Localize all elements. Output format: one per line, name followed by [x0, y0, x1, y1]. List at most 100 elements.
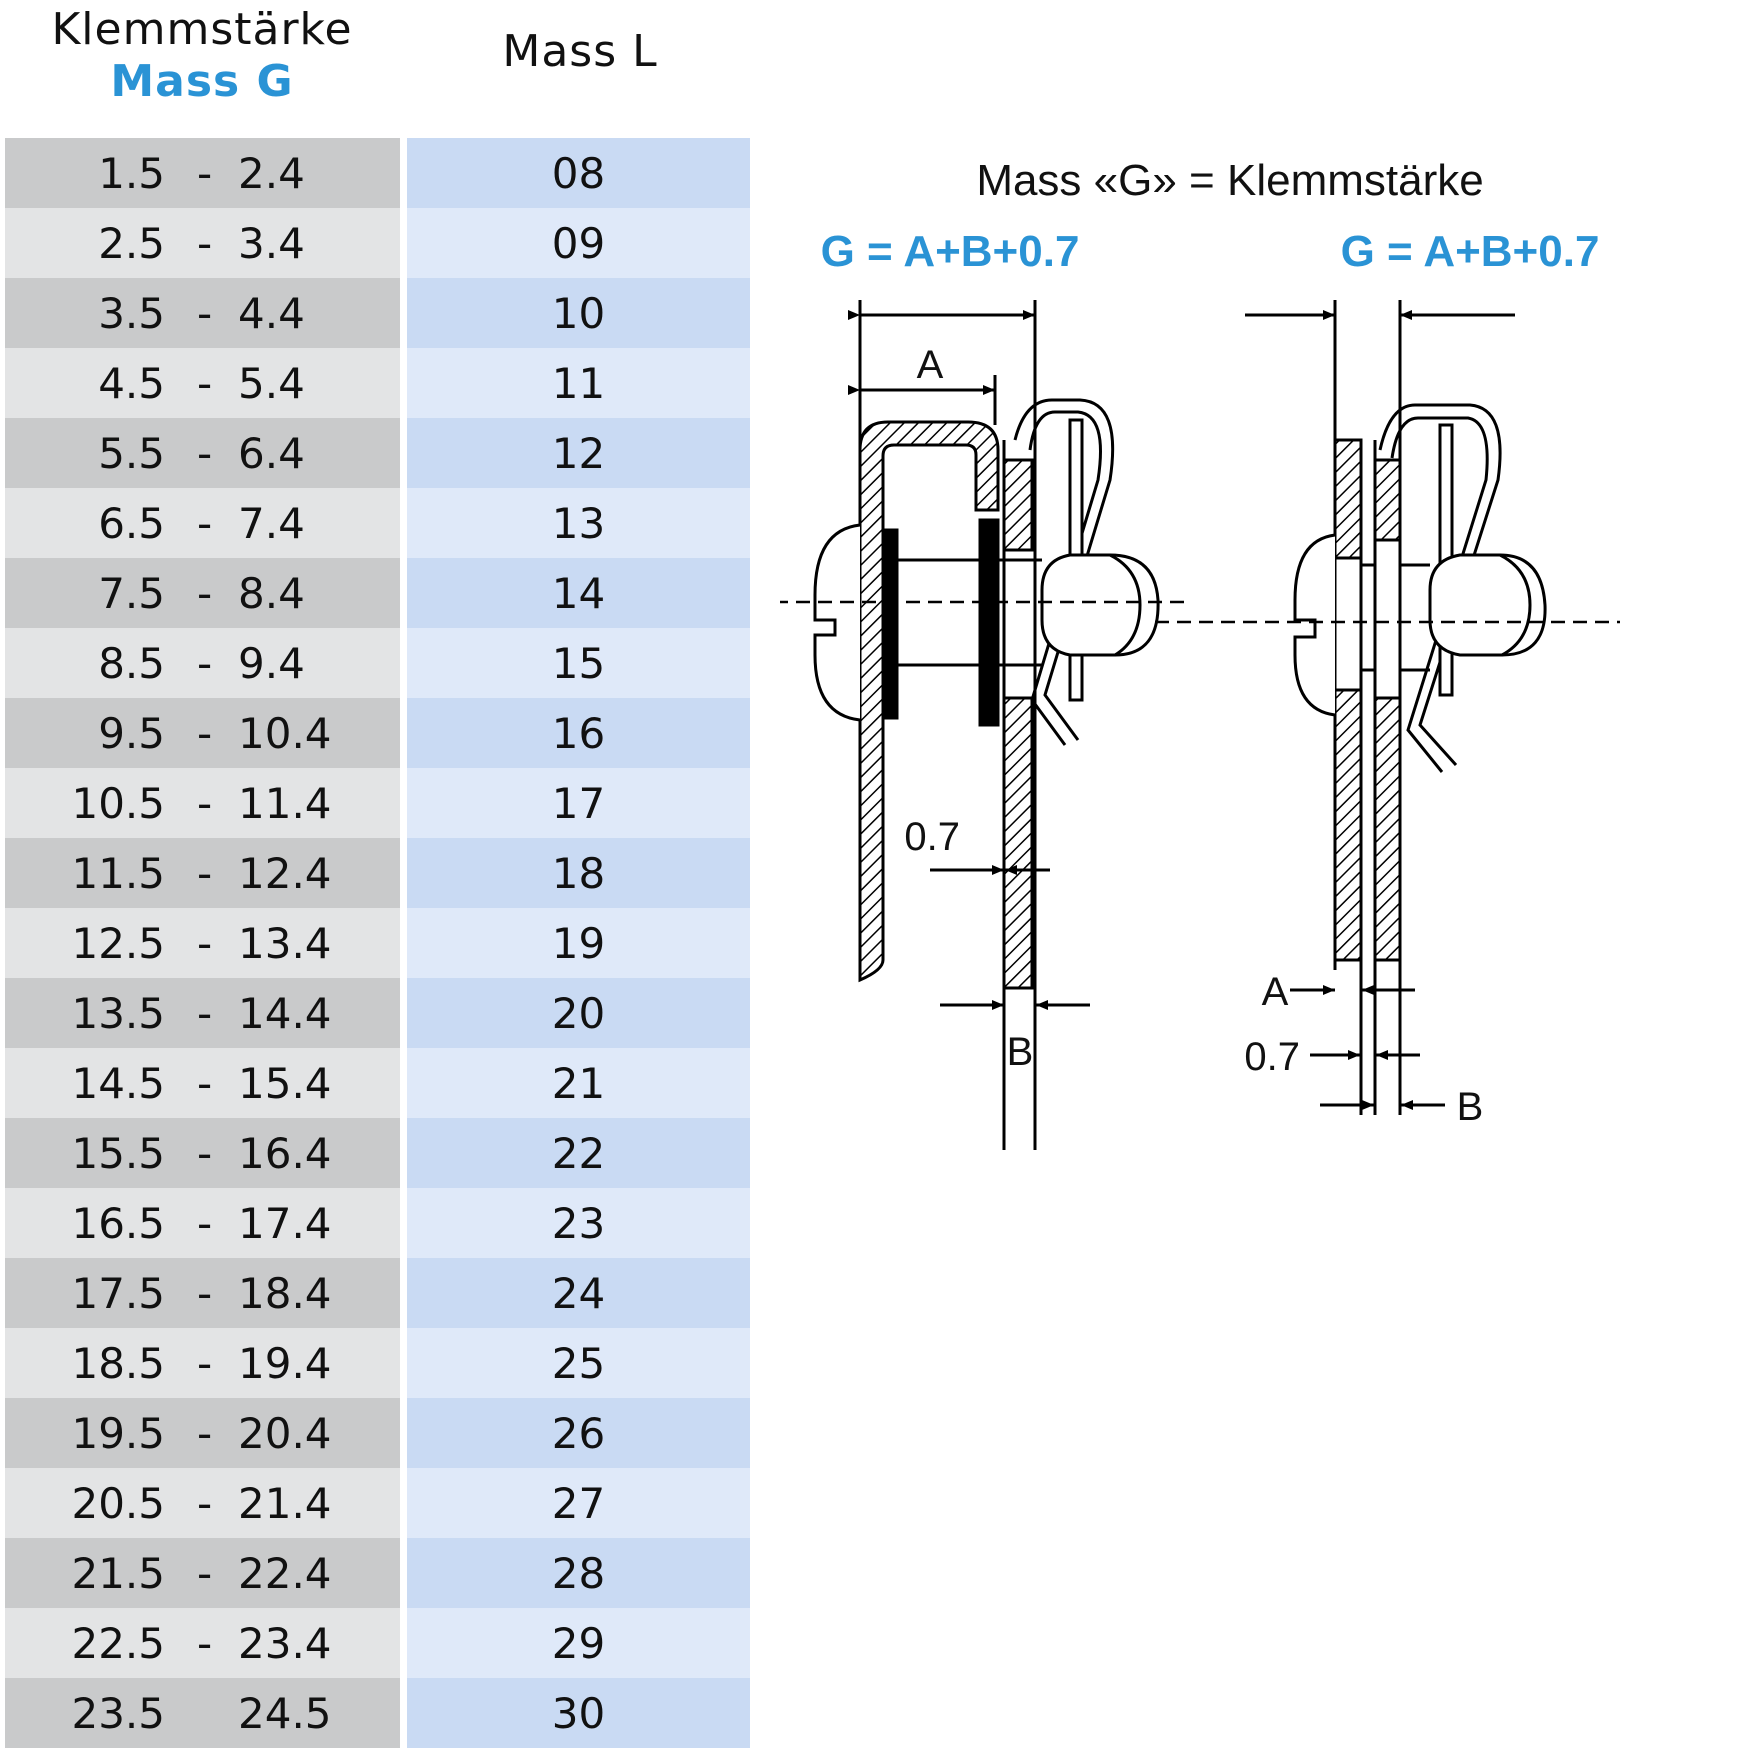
mass-l-cell: 08: [407, 138, 750, 208]
mass-g-max: 11.4: [238, 779, 332, 828]
range-dash: -: [197, 1059, 213, 1108]
range-dash: -: [197, 289, 213, 338]
mass-g-min: 13.5: [71, 989, 165, 1038]
mass-l-cell: 27: [407, 1468, 750, 1538]
mass-g-min: 15.5: [71, 1129, 165, 1178]
mass-g-max: 24.5: [238, 1689, 332, 1738]
header-mass-g: Klemmstärke Mass G: [0, 0, 404, 108]
range-dash: -: [197, 1479, 213, 1528]
range-dash: -: [197, 1549, 213, 1598]
mass-g-cell: 17.5-18.4: [5, 1258, 400, 1328]
right-label-gap: 0.7: [1244, 1035, 1300, 1079]
mass-g-cell: 22.5-23.4: [5, 1608, 400, 1678]
mass-g-min: 1.5: [98, 149, 165, 198]
mass-g-min: 2.5: [98, 219, 165, 268]
mass-l-cell: 16: [407, 698, 750, 768]
mass-g-max: 15.4: [238, 1059, 332, 1108]
mass-l-cell: 09: [407, 208, 750, 278]
left-label-a: A: [917, 343, 944, 387]
header-mass-g-label: Mass G: [110, 56, 294, 107]
mass-g-min: 11.5: [71, 849, 165, 898]
range-dash: -: [197, 1619, 213, 1668]
header-klemmstaerke: Klemmstärke: [51, 4, 353, 55]
mass-g-min: 8.5: [98, 639, 165, 688]
mass-l-cell: 30: [407, 1678, 750, 1748]
mass-g-cell: 12.5-13.4: [5, 908, 400, 978]
mass-g-max: 5.4: [238, 359, 305, 408]
formula-left: G = A+B+0.7: [821, 227, 1080, 276]
mass-g-min: 4.5: [98, 359, 165, 408]
table-row: 10.5-11.4 17: [0, 768, 750, 838]
mass-g-min: 7.5: [98, 569, 165, 618]
mass-l-cell: 28: [407, 1538, 750, 1608]
range-dash: -: [197, 1199, 213, 1248]
mass-g-cell: 15.5-16.4: [5, 1118, 400, 1188]
mass-g-max: 4.4: [238, 289, 305, 338]
mass-g-cell: 21.5-22.4: [5, 1538, 400, 1608]
mass-l-cell: 12: [407, 418, 750, 488]
mass-g-cell: 11.5-12.4: [5, 838, 400, 908]
mass-g-min: 10.5: [71, 779, 165, 828]
range-dash: -: [197, 919, 213, 968]
mass-l-cell: 26: [407, 1398, 750, 1468]
mass-g-cell: 18.5-19.4: [5, 1328, 400, 1398]
mass-g-max: 14.4: [238, 989, 332, 1038]
mass-g-max: 19.4: [238, 1339, 332, 1388]
mass-g-cell: 3.5-4.4: [5, 278, 400, 348]
mass-g-max: 6.4: [238, 429, 305, 478]
range-dash: -: [197, 219, 213, 268]
mass-g-cell: 16.5-17.4: [5, 1188, 400, 1258]
mass-l-cell: 24: [407, 1258, 750, 1328]
header-mass-l: Mass L: [502, 26, 658, 77]
mass-g-cell: 5.5-6.4: [5, 418, 400, 488]
range-dash: -: [197, 149, 213, 198]
mass-l-cell: 19: [407, 908, 750, 978]
mass-g-max: 12.4: [238, 849, 332, 898]
left-assembly: [780, 300, 1190, 1150]
range-dash: -: [197, 1269, 213, 1318]
mass-l-cell: 22: [407, 1118, 750, 1188]
mass-g-cell: 8.5-9.4: [5, 628, 400, 698]
formula-right: G = A+B+0.7: [1341, 227, 1600, 276]
mass-g-max: 13.4: [238, 919, 332, 968]
left-label-b: B: [1007, 1030, 1034, 1074]
mass-g-cell: 14.5-15.4: [5, 1048, 400, 1118]
mass-l-cell: 17: [407, 768, 750, 838]
mass-g-min: 18.5: [71, 1339, 165, 1388]
clamp-diagram: Mass «G» = Klemmstärke G = A+B+0.7 G = A…: [780, 156, 1620, 1150]
mass-g-min: 16.5: [71, 1199, 165, 1248]
range-dash: -: [197, 1409, 213, 1458]
diagram-title: Mass «G» = Klemmstärke: [976, 156, 1483, 205]
mass-g-cell: 9.5-10.4: [5, 698, 400, 768]
mass-g-min: 6.5: [98, 499, 165, 548]
mass-g-max: 22.4: [238, 1549, 332, 1598]
range-dash: -: [197, 779, 213, 828]
mass-g-max: 9.4: [238, 639, 305, 688]
mass-g-max: 8.4: [238, 569, 305, 618]
right-label-a: A: [1262, 970, 1289, 1014]
mass-g-min: 9.5: [98, 709, 165, 758]
mass-g-min: 12.5: [71, 919, 165, 968]
mass-g-min: 19.5: [71, 1409, 165, 1458]
mass-l-cell: 14: [407, 558, 750, 628]
mass-l-cell: 25: [407, 1328, 750, 1398]
range-dash: -: [197, 989, 213, 1038]
mass-l-cell: 13: [407, 488, 750, 558]
